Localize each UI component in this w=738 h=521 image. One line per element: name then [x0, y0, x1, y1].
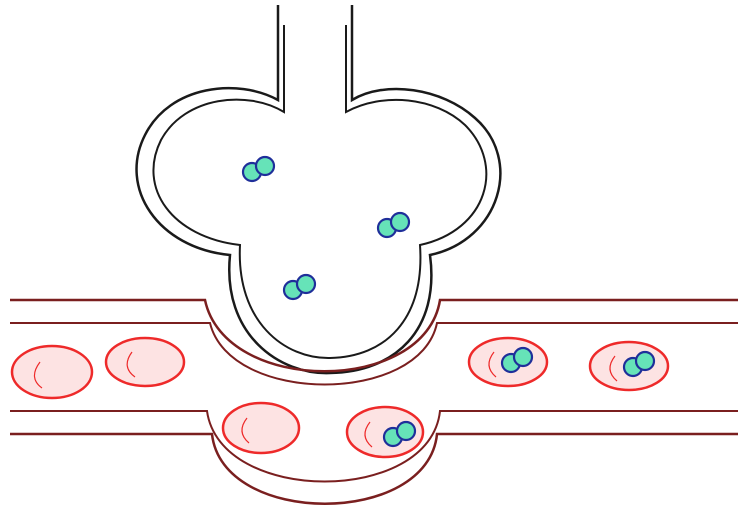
o2-molecule-icon — [243, 157, 274, 181]
alveolus — [137, 5, 501, 373]
red-blood-cells — [12, 338, 668, 457]
o2-molecule-icon — [284, 275, 315, 299]
red-blood-cell — [106, 338, 184, 386]
red-blood-cell — [223, 403, 299, 453]
o2-molecules — [243, 157, 654, 446]
red-blood-cell — [12, 346, 92, 398]
alveolus-inner-wall — [153, 25, 486, 358]
capillary — [10, 300, 738, 504]
o2-molecule-icon — [378, 213, 409, 237]
alveolus-outer-wall — [137, 5, 501, 373]
